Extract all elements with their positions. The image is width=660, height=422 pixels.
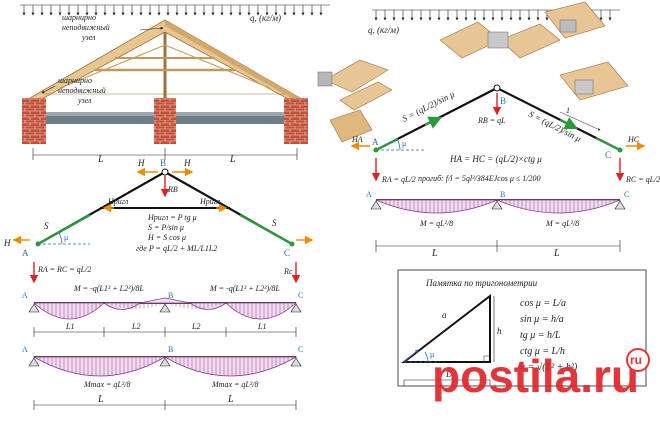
- right-beam-node-A: A: [366, 190, 372, 199]
- beam-moment-diagram-2: [32, 356, 298, 377]
- svg-text:sin μ = h/a: sin μ = h/a: [520, 314, 564, 325]
- dim-L-a: L: [97, 394, 104, 405]
- hinge-label-top-3: узел: [81, 33, 96, 42]
- trig-side-a: a: [442, 310, 447, 320]
- svg-text:cos μ = L/a: cos μ = L/a: [520, 298, 566, 309]
- beam1-node-A: A: [22, 291, 28, 300]
- H-left-label: H: [137, 158, 145, 168]
- beam2-dimensions: [33, 400, 297, 410]
- right-node-A: A: [372, 137, 379, 147]
- load-label-right: q, (кг/м): [368, 25, 399, 35]
- node-A-label: A: [22, 248, 29, 258]
- right-RC-formula: RC = qL/2: [625, 175, 660, 184]
- right-beam-dimensions: [375, 240, 621, 252]
- svg-text:S = P/sin μ: S = P/sin μ: [148, 223, 184, 232]
- right-node-B: B: [500, 96, 506, 106]
- load-label-left: q, (кг/м): [250, 13, 281, 23]
- mmax-formula-2: Mmax = qL²/8: [211, 380, 258, 389]
- hinge-label-top-1: шарнирно: [62, 13, 96, 22]
- brick-walls: [22, 98, 308, 144]
- dim-L2b: L2: [191, 322, 200, 331]
- svg-text:a = √(L² + h²): a = √(L² + h²): [520, 362, 578, 373]
- beam2-supports: [28, 357, 302, 367]
- trig-memo-title: Памятка по тригонометрии: [425, 278, 538, 288]
- mmax-formula-1: Mmax = qL²/8: [83, 380, 130, 389]
- beam1-dimensions: [33, 327, 297, 337]
- Hrig-right-label: Hригл: [199, 197, 221, 206]
- truss-scheme-left: [12, 167, 314, 284]
- S-left-label: S: [44, 221, 49, 231]
- dim-L2a: L2: [131, 322, 140, 331]
- right-RB-label: RB = qL: [477, 116, 506, 125]
- beam2-node-A: A: [22, 345, 28, 354]
- svg-text:Hригл = P tg μ: Hригл = P tg μ: [147, 213, 197, 222]
- RB-label: RB: [167, 185, 178, 194]
- Rc-label: Rc: [283, 267, 293, 276]
- moment-formula-2: M = -q(L1³ + L2³)/8L: [209, 284, 280, 293]
- roof-truss-drawing: [28, 19, 302, 104]
- trig-angle-mu: μ: [430, 350, 434, 359]
- right-moment-formula-1: M = qL²/8: [419, 219, 453, 228]
- moment-formula-1: M = -q(L1³ + L2³)/8L: [73, 284, 144, 293]
- trig-side-L: L: [445, 369, 451, 379]
- right-RA-formula: RA = qL/2: [381, 175, 416, 184]
- right-dim-L-a: L: [431, 248, 438, 259]
- hinge-label-mid-2: неподвижный: [58, 86, 106, 95]
- right-HC-label: HC: [627, 135, 640, 144]
- RA-RC-formula: RA = RC = qL/2: [37, 265, 91, 274]
- svg-text:где P = qL/2 + ML/L1L2: где P = qL/2 + ML/L1L2: [136, 244, 217, 253]
- truss-scheme-right: [350, 84, 646, 182]
- beam1-supports: [28, 303, 302, 313]
- beam1-node-C: C: [298, 291, 303, 300]
- force-formulas: Hригл = P tg μ S = P/sin μ H = S cos μ г…: [136, 213, 217, 253]
- svg-text:H = S cos μ: H = S cos μ: [147, 233, 186, 242]
- svg-text:postila.ru: postila.ru: [432, 350, 639, 402]
- right-dim-L-b: L: [553, 248, 560, 259]
- dim-L1b: L1: [257, 322, 266, 331]
- load-arrow-group-left: [22, 5, 323, 16]
- dim-L-b: L: [227, 394, 234, 405]
- Hrig-left-label: Hригл: [107, 197, 129, 206]
- right-deflection-formula: прогиб: f/l = 5ql³/384EJcos μ ≤ 1/200: [418, 174, 540, 183]
- span-dimension-top-left: [32, 148, 298, 160]
- hinge-label-mid-3: узел: [77, 96, 92, 105]
- right-HA-label: HA: [351, 135, 363, 144]
- right-beam-node-B: B: [500, 190, 505, 199]
- mu-angle-label: μ: [64, 233, 68, 242]
- right-H-formula: HA = HC = (qL/2)×ctg μ: [449, 154, 542, 164]
- right-beam-moment-diagram: [375, 199, 621, 214]
- beam2-node-C: C: [298, 345, 303, 354]
- span-label-L2: L: [229, 154, 236, 165]
- right-beam-supports: [370, 200, 626, 210]
- svg-text:tg μ = h/L: tg μ = h/L: [520, 330, 561, 341]
- node-C-label: C: [284, 248, 290, 258]
- S-right-label: S: [272, 218, 277, 228]
- span-label-L1: L: [97, 154, 104, 165]
- hinge-label-top-2: неподвижный: [62, 23, 110, 32]
- svg-text:ctg μ = L/h: ctg μ = L/h: [520, 346, 565, 357]
- right-node-C: C: [605, 150, 611, 160]
- svg-text:ru: ru: [630, 353, 642, 367]
- trig-memo-box: [397, 269, 647, 387]
- H-end-label: H: [3, 238, 11, 248]
- right-S-left: S = (qL/2)/sin μ: [400, 89, 456, 124]
- right-moment-formula-2: M = qL²/8: [545, 219, 579, 228]
- postila-watermark: postila.ru ru: [432, 348, 650, 402]
- timber-joint-illustrations: [317, 1, 629, 143]
- right-mu-label: μ: [402, 139, 406, 148]
- trig-formulas: cos μ = L/a sin μ = h/a tg μ = h/L ctg μ…: [520, 298, 578, 373]
- hinge-label-mid-1: шарнирно: [58, 76, 92, 85]
- dim-L1a: L1: [65, 322, 74, 331]
- H-right-label: H: [183, 158, 191, 168]
- right-one-label: 1: [566, 106, 570, 115]
- node-B-label: B: [160, 158, 166, 168]
- beam2-node-B: B: [168, 345, 173, 354]
- trig-side-h: h: [497, 326, 502, 336]
- beam-moment-diagram-1: [32, 297, 298, 320]
- right-beam-node-C: C: [624, 190, 629, 199]
- beam1-node-B: B: [168, 291, 173, 300]
